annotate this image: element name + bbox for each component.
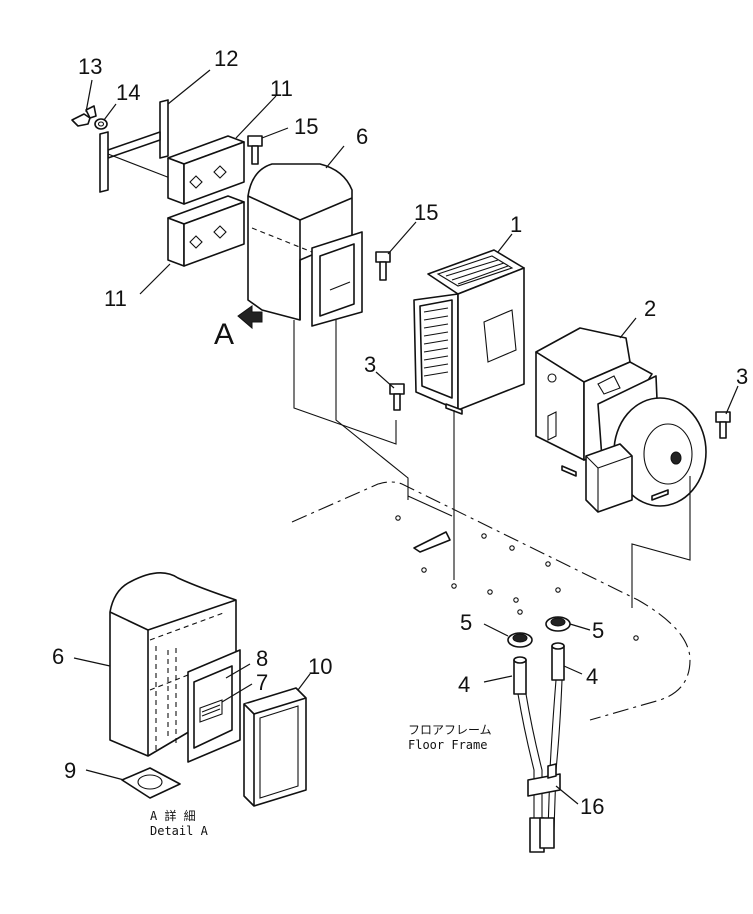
blower-unit-2 <box>535 327 707 513</box>
callout-7: 7 <box>256 670 268 695</box>
seal-9 <box>121 767 181 799</box>
floor-holes <box>395 515 639 641</box>
view-a-label: A <box>214 318 234 351</box>
grommet-5-right <box>545 616 571 632</box>
clamp-16 <box>527 763 561 797</box>
callout-leaders <box>73 69 739 805</box>
callout-3-left: 3 <box>364 352 376 377</box>
detail-a-label-en: Detail A <box>150 824 209 838</box>
bracket-12 <box>99 99 171 193</box>
callout-12: 12 <box>214 46 238 71</box>
wing-nut-13 <box>71 105 97 127</box>
callout-15-top: 15 <box>294 114 318 139</box>
view-a-arrow <box>237 305 263 330</box>
callout-15-mid: 15 <box>414 200 438 225</box>
washer-14 <box>94 118 108 130</box>
hose-4-right <box>551 642 565 681</box>
bolt-15-mid <box>375 251 391 281</box>
callout-11-bottom: 11 <box>104 286 127 311</box>
notes: フロアフレーム Floor Frame A 詳 細 Detail A <box>150 723 492 838</box>
callout-8: 8 <box>256 646 268 671</box>
callout-4-right: 4 <box>586 664 598 689</box>
floor-frame-outline <box>291 481 691 721</box>
grommet-5-left <box>507 632 533 648</box>
bolt-3-right <box>715 411 731 439</box>
callout-2: 2 <box>644 296 656 321</box>
callout-5-left: 5 <box>460 610 472 635</box>
callout-11-top: 11 <box>270 76 293 101</box>
bolt-3-left <box>389 383 405 411</box>
filter-11-lower <box>167 195 245 267</box>
duct-6-detail <box>109 572 241 763</box>
callout-4-left: 4 <box>458 672 470 697</box>
bolt-15-upper <box>247 135 263 165</box>
filter-frame-10 <box>243 687 307 807</box>
duct-6-upper <box>247 163 363 327</box>
callout-13: 13 <box>78 54 102 79</box>
floor-frame-label-jp: フロアフレーム <box>408 723 492 737</box>
callout-9: 9 <box>64 758 76 783</box>
callout-16: 16 <box>580 794 604 819</box>
callout-5-right: 5 <box>592 618 604 643</box>
filter-11-upper <box>167 135 245 205</box>
callout-6-detail: 6 <box>52 644 64 669</box>
hose-4-left <box>513 656 527 695</box>
callout-6-top: 6 <box>356 124 368 149</box>
callout-3-right: 3 <box>736 364 748 389</box>
callout-14: 14 <box>116 80 140 105</box>
assembly-lines <box>293 320 691 608</box>
callout-labels: 13 14 12 11 15 6 15 1 2 3 3 11 A 5 5 4 4… <box>52 46 748 819</box>
callout-10: 10 <box>308 654 332 679</box>
heater-unit-1 <box>413 249 525 415</box>
callout-1: 1 <box>510 212 522 237</box>
floor-frame-label-en: Floor Frame <box>408 738 487 752</box>
detail-a-label-jp: A 詳 細 <box>150 808 196 823</box>
